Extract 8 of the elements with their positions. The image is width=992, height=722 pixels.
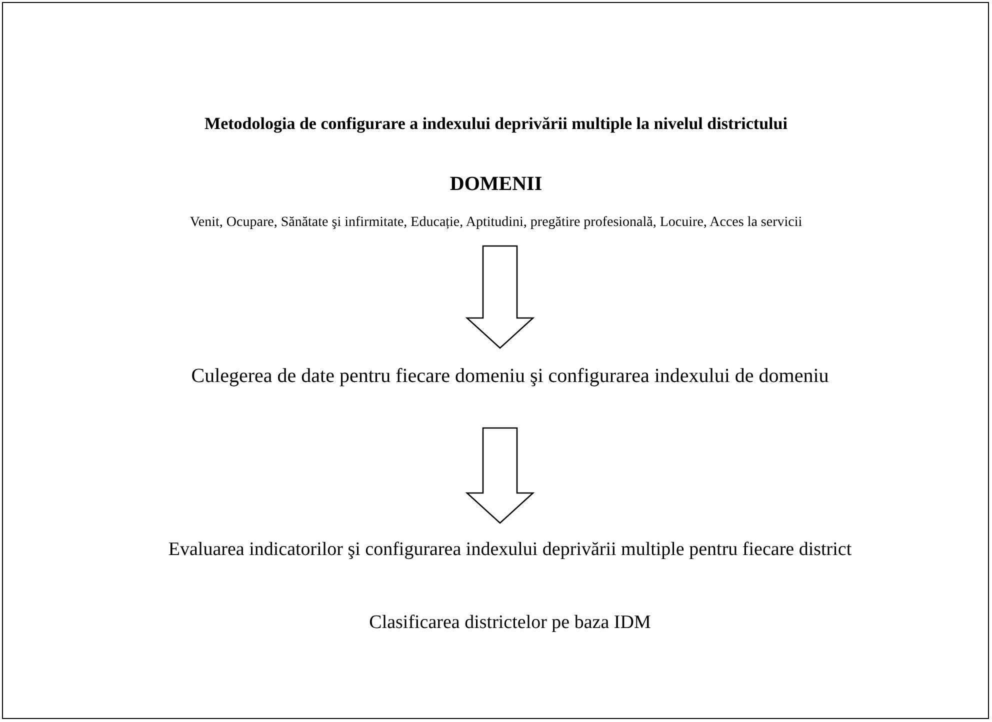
block-arrow [465,427,535,524]
section-heading: DOMENII [448,172,544,197]
note-text: Clasificarea districtelor pe baza IDM [368,612,652,634]
body-text: Culegerea de date pentru fiecare domeniu şi configurarea indexului de domeniu [190,364,830,389]
block-arrow [465,245,535,349]
body-text: Evaluarea indicatorilor şi configurarea indexului deprivării multiple pentru fiecare district [167,538,853,562]
diagram-title: Metodologia de configurare a indexului deprivării multiple la nivelul districtului [204,114,788,134]
body-text: Venit, Ocupare, Sănătate şi infirmitate, Educație, Aptitudini, pregătire profesională, Locuire, Acces la servicii [188,214,804,232]
